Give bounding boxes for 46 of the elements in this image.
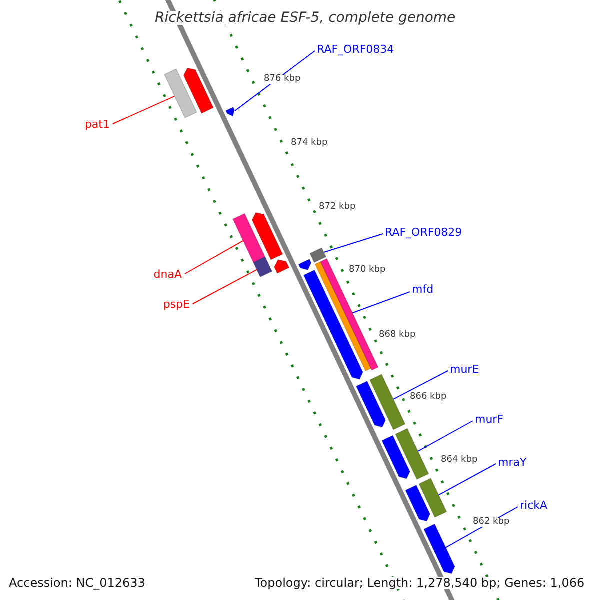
- accession-text: Accession: NC_012633: [9, 577, 146, 589]
- gene-bar: [253, 256, 273, 278]
- gene-label: rickA: [520, 500, 548, 511]
- diagram-title: Rickettsia africae ESF-5, complete genome: [155, 11, 456, 25]
- gene-label: RAF_ORF0829: [385, 227, 462, 238]
- tick-label: 870 kbp: [348, 266, 387, 275]
- gene-block: [252, 212, 284, 260]
- tick-label: 868 kbp: [378, 331, 417, 340]
- gene-bar: [164, 68, 198, 118]
- gene-block: [382, 435, 410, 480]
- gene-block: [183, 68, 214, 114]
- gene-label: mfd: [412, 284, 434, 295]
- tick-label: 862 kbp: [472, 518, 511, 527]
- leader-line: [418, 420, 474, 452]
- gene-bar: [232, 213, 266, 264]
- gene-bar: [418, 478, 448, 518]
- gene-label: murF: [475, 414, 504, 425]
- gene-block: [424, 524, 456, 574]
- leader-line: [438, 464, 496, 496]
- leader-line: [352, 292, 410, 314]
- gene-bar: [395, 428, 430, 480]
- gene-label: mraY: [498, 457, 527, 468]
- gene-label: RAF_ORF0834: [317, 44, 394, 55]
- genome-stats-text: Topology: circular; Length: 1,278,540 bp; Genes: 1,066: [255, 577, 585, 589]
- tick-label: 876 kbp: [263, 75, 302, 84]
- leader-line: [324, 234, 384, 254]
- tick-label: 872 kbp: [318, 203, 357, 212]
- gene-block: [274, 259, 290, 274]
- gene-block: [405, 484, 430, 522]
- leader-line: [234, 50, 316, 112]
- leader-line: [393, 370, 448, 400]
- gene-block: [356, 381, 386, 428]
- gene-label: dnaA: [154, 269, 182, 280]
- leader-line: [192, 269, 258, 304]
- gene-bar: [310, 248, 327, 264]
- gene-label: pspE: [163, 299, 190, 310]
- gene-block: [298, 258, 312, 270]
- gene-bar: [370, 374, 406, 430]
- gene-label: murE: [450, 364, 480, 375]
- leader-line: [112, 96, 176, 124]
- gene-block: [226, 107, 235, 117]
- leader-line: [184, 240, 244, 274]
- gene-label: pat1: [84, 119, 110, 130]
- tick-label: 874 kbp: [290, 139, 329, 148]
- tick-label: 864 kbp: [440, 456, 479, 465]
- tick-label: 866 kbp: [409, 393, 448, 402]
